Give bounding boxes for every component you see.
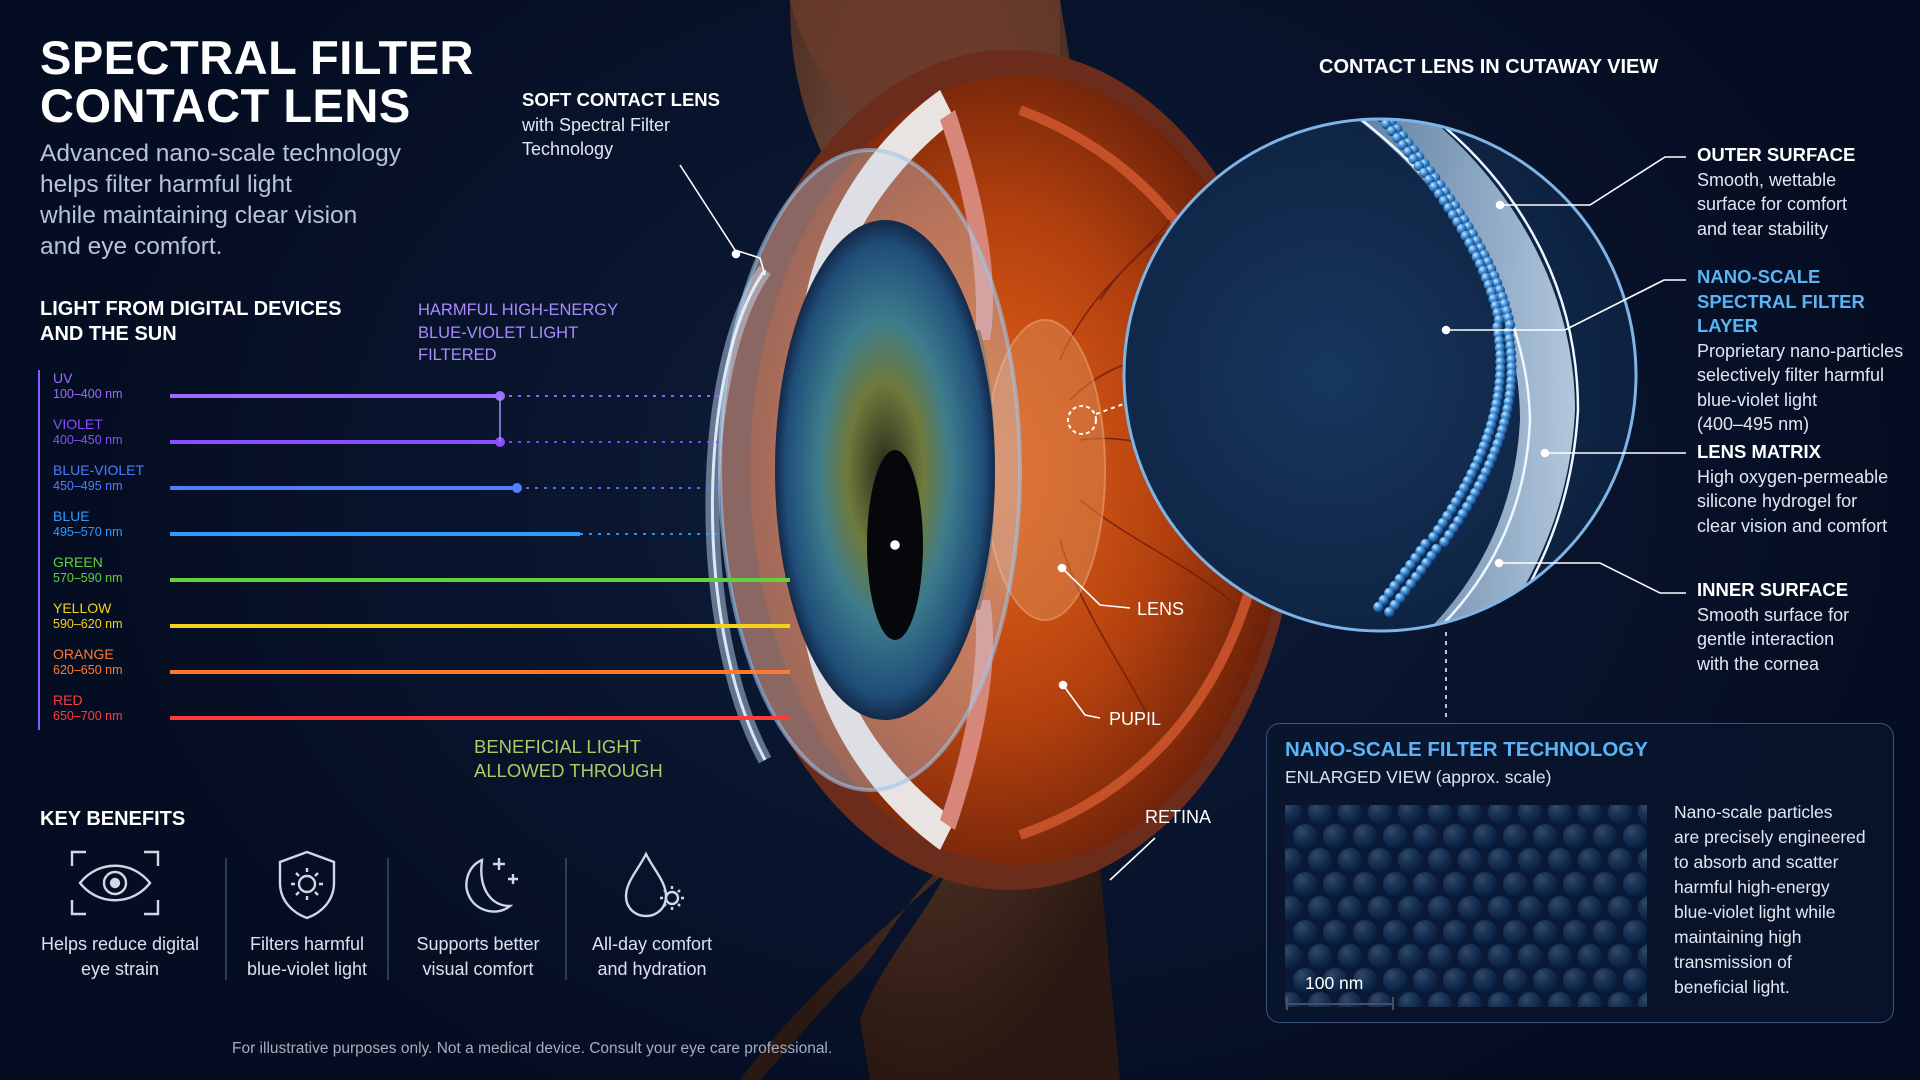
spectrum-name: BLUE-VIOLET xyxy=(53,462,145,478)
shield-sun-icon xyxy=(278,850,336,920)
spectrum-name: RED xyxy=(53,692,83,708)
beam-uv xyxy=(170,391,720,401)
benefit-eye-strain: Helps reduce digital eye strain xyxy=(40,934,200,979)
spectrum-name: ORANGE xyxy=(53,646,114,662)
cornea-iris xyxy=(718,148,1022,792)
spectrum-range: 570–590 nm xyxy=(53,571,123,585)
title-line-1: SPECTRAL FILTER xyxy=(40,31,474,84)
page-subtitle: Advanced nano-scale technology helps fil… xyxy=(40,140,401,260)
spectrum-name: YELLOW xyxy=(53,600,112,616)
lens-matrix-title: LENS MATRIX xyxy=(1697,441,1822,462)
spectrum-range: 650–700 nm xyxy=(53,709,123,723)
tech-description: Nano-scale particles are precisely engin… xyxy=(1674,802,1866,997)
cutaway-leaders xyxy=(1441,156,1686,594)
outer-surface-callout: OUTER SURFACE Smooth, wettable surface f… xyxy=(1697,143,1855,241)
spectrum-name: BLUE xyxy=(53,508,90,524)
soft-lens-title: SOFT CONTACT LENS xyxy=(522,89,721,110)
benefit-hydration: All-day comfort and hydration xyxy=(591,934,713,979)
beam-violet xyxy=(170,437,720,447)
inner-surface-text: Smooth surface for gentle interaction wi… xyxy=(1697,604,1850,674)
tech-subtitle: ENLARGED VIEW (approx. scale) xyxy=(1285,767,1552,787)
water-drop-icon xyxy=(624,851,684,918)
light-source-heading: LIGHT FROM DIGITAL DEVICES AND THE SUN xyxy=(40,298,342,345)
spectrum-range: 400–450 nm xyxy=(53,433,123,447)
outer-surface-title: OUTER SURFACE xyxy=(1697,144,1856,165)
cutaway-circle xyxy=(1122,117,1638,633)
outer-surface-text: Smooth, wettable surface for comfort and… xyxy=(1697,169,1848,239)
eye-leaders xyxy=(679,164,1156,881)
moon-stars-icon xyxy=(465,858,518,913)
nano-layer-callout: NANO-SCALE SPECTRAL FILTER LAYER Proprie… xyxy=(1697,265,1920,437)
contact-lens-shape xyxy=(705,265,772,764)
lens-matrix-text: High oxygen-permeable silicone hydrogel … xyxy=(1697,466,1889,536)
spectrum-beams xyxy=(170,391,790,723)
eye-focus-icon xyxy=(70,850,160,916)
lens-label: LENS xyxy=(1137,599,1185,619)
beam-blue-violet xyxy=(170,483,720,493)
scale-bar-label: 100 nm xyxy=(1305,973,1364,993)
beneficial-light-label: BENEFICIAL LIGHT ALLOWED THROUGH xyxy=(474,736,663,781)
spectrum-range: 590–620 nm xyxy=(53,617,123,631)
spectrum-range: 100–400 nm xyxy=(53,387,123,401)
disclaimer: For illustrative purposes only. Not a me… xyxy=(232,1040,833,1057)
benefit-visual-comfort: Supports better visual comfort xyxy=(416,934,540,979)
nano-technology-panel xyxy=(1266,723,1894,1023)
page-title: SPECTRAL FILTER CONTACT LENS xyxy=(40,34,474,130)
soft-lens-text: with Spectral Filter Technology xyxy=(522,114,671,160)
cutaway-heading: CONTACT LENS IN CUTAWAY VIEW xyxy=(1319,56,1659,78)
lens-matrix-callout: LENS MATRIX High oxygen-permeable silico… xyxy=(1697,440,1888,538)
nano-layer-title: NANO-SCALE SPECTRAL FILTER LAYER xyxy=(1697,266,1865,336)
harmful-light-label: HARMFUL HIGH-ENERGY BLUE-VIOLET LIGHT FI… xyxy=(418,301,619,364)
nano-layer-text: Proprietary nano-particles selectively f… xyxy=(1697,340,1904,435)
spectrum-name: GREEN xyxy=(53,554,103,570)
nano-filter-layer xyxy=(1373,119,1517,618)
spectrum-name: UV xyxy=(53,370,73,386)
pupil-label: PUPIL xyxy=(1109,709,1162,729)
benefit-filters-light: Filters harmful blue-violet light xyxy=(246,934,368,979)
tech-title: NANO-SCALE FILTER TECHNOLOGY xyxy=(1285,738,1648,761)
spectrum-range: 495–570 nm xyxy=(53,525,123,539)
soft-lens-callout: SOFT CONTACT LENS with Spectral Filter T… xyxy=(522,88,720,162)
title-line-2: CONTACT LENS xyxy=(40,79,411,132)
inner-surface-callout: INNER SURFACE Smooth surface for gentle … xyxy=(1697,578,1849,676)
benefit-dividers xyxy=(225,858,567,980)
retina-label: RETINA xyxy=(1145,807,1212,827)
benefits-heading: KEY BENEFITS xyxy=(40,808,186,830)
spectrum-range: 450–495 nm xyxy=(53,479,123,493)
spectrum-range: 620–650 nm xyxy=(53,663,123,677)
spectrum-name: VIOLET xyxy=(53,416,103,432)
inner-surface-title: INNER SURFACE xyxy=(1697,579,1849,600)
